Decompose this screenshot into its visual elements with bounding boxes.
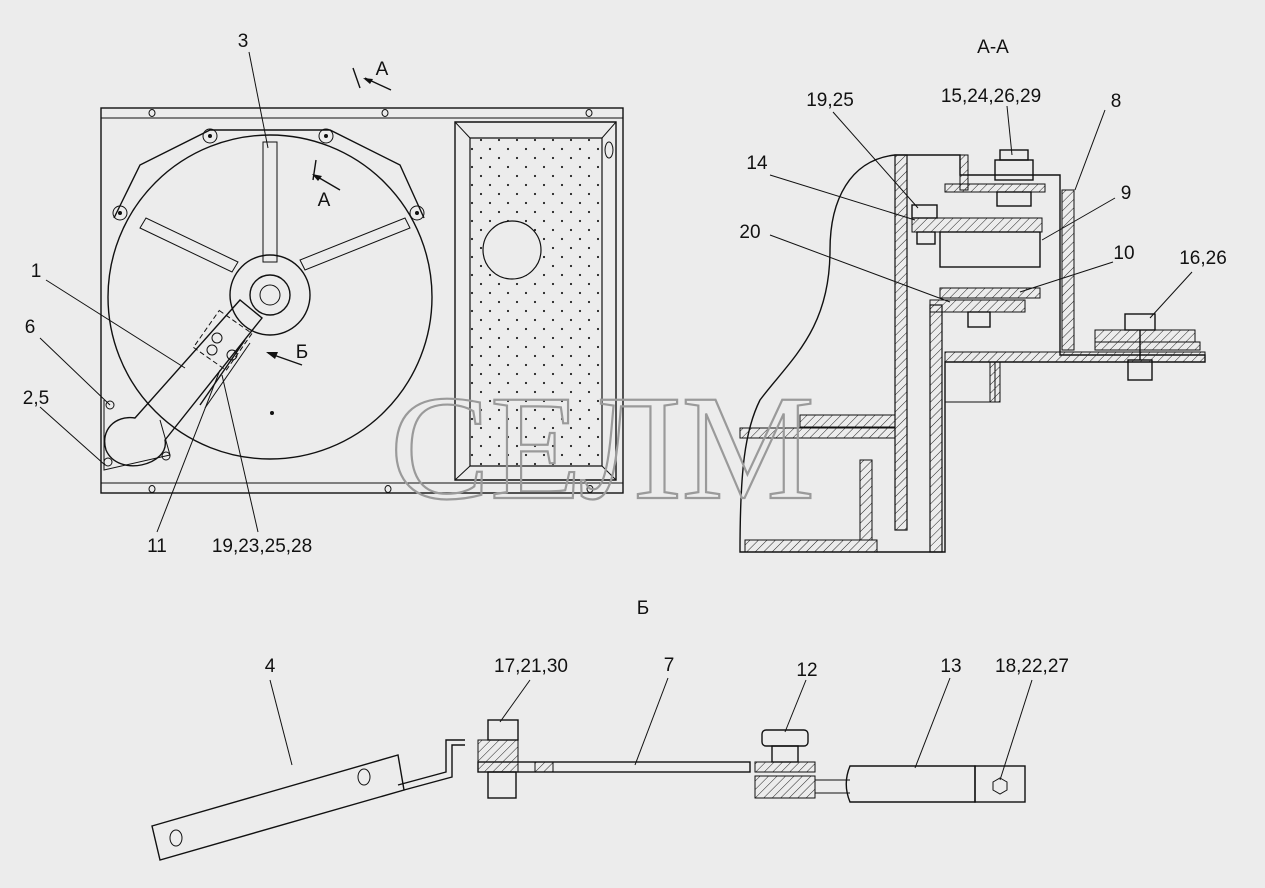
disc-housing: [113, 129, 425, 219]
callout-20: 20: [739, 222, 760, 243]
callout-9: 9: [1121, 183, 1132, 204]
callout-1: 1: [31, 261, 42, 282]
callout-7: 7: [664, 655, 675, 676]
frame-holes: [148, 109, 594, 493]
hub: [229, 254, 311, 336]
callout-6: 6: [25, 317, 36, 338]
part-13-body: [845, 765, 976, 803]
b-leaders: [269, 677, 1033, 781]
part-9-body: [939, 231, 1041, 268]
callout-11: 11: [147, 536, 167, 557]
callout-3: 3: [238, 31, 249, 52]
panel-round-hole: [482, 220, 542, 280]
callout-15-24-26-29: 15,24,26,29: [941, 86, 1041, 107]
marker-a-inner: А: [318, 190, 331, 211]
hex-nut-icon: [992, 777, 1008, 795]
callout-18-22-27: 18,22,27: [995, 656, 1069, 677]
callout-12: 12: [796, 660, 817, 681]
callout-16-26: 16,26: [1179, 248, 1227, 269]
marker-b-arrow: Б: [296, 342, 308, 363]
callout-10: 10: [1113, 243, 1134, 264]
main-view: [39, 51, 624, 533]
callout-2-5: 2,5: [23, 388, 49, 409]
disc-spokes: [139, 141, 411, 273]
callout-4: 4: [265, 656, 276, 677]
view-b-title: Б: [637, 598, 649, 619]
callout-14: 14: [746, 153, 768, 174]
disc: [107, 134, 433, 460]
callout-17-21-30: 17,21,30: [494, 656, 568, 677]
main-leaders: [39, 51, 269, 533]
callout-19-23-25-28: 19,23,25,28: [212, 536, 312, 557]
arm-1: [104, 299, 263, 467]
part-4-plate: [151, 754, 405, 861]
section-aa: [739, 105, 1206, 553]
watermark: СЕЛМ: [390, 365, 815, 531]
callout-19-25: 19,25: [806, 90, 854, 111]
frame-outline: [100, 107, 624, 494]
callout-13: 13: [940, 656, 961, 677]
marker-a-top: А: [376, 59, 389, 80]
section-aa-title: А-А: [977, 37, 1009, 58]
aa-leaders: [769, 105, 1193, 319]
part-7-bar: [477, 761, 751, 773]
view-b: [151, 677, 1033, 861]
callout-8: 8: [1111, 91, 1122, 112]
